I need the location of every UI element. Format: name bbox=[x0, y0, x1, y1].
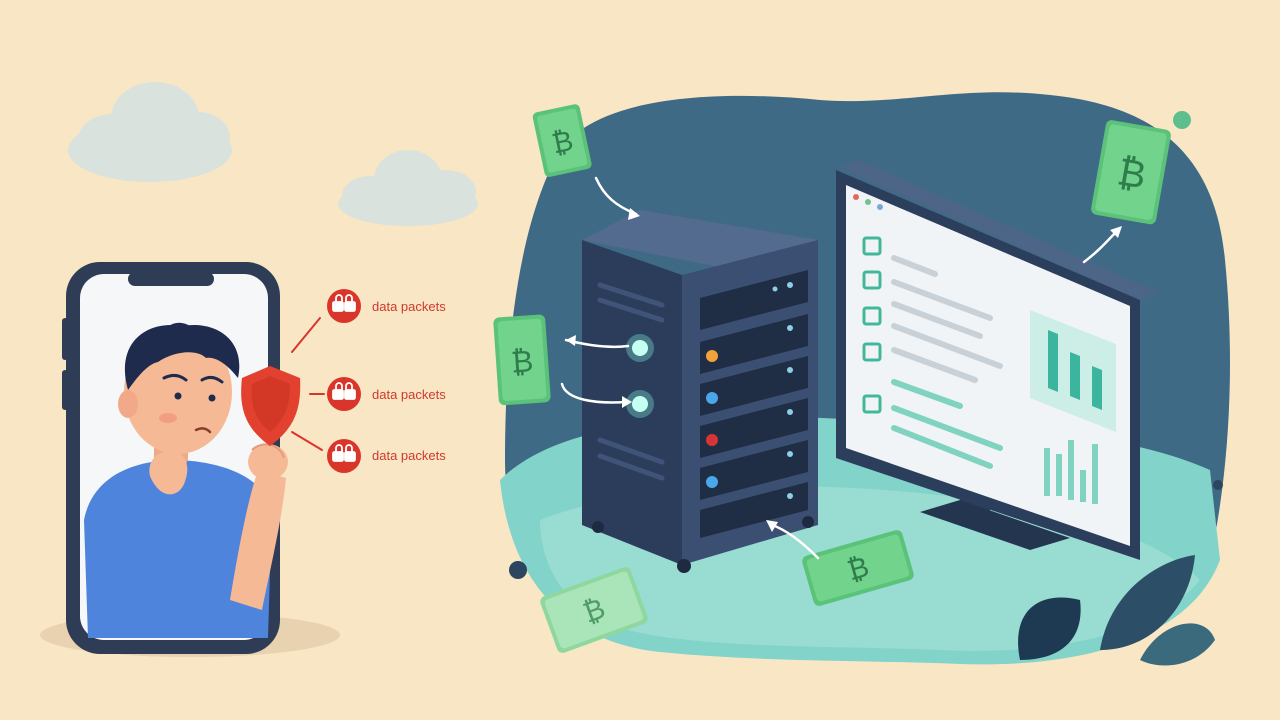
drive-bays bbox=[700, 270, 808, 538]
drive-bay bbox=[700, 398, 808, 458]
accent-dot bbox=[1173, 111, 1191, 129]
drive-bay bbox=[700, 482, 808, 538]
side-vents bbox=[597, 282, 665, 481]
plant-leaves bbox=[1018, 555, 1215, 666]
screen-text-lines bbox=[891, 255, 1003, 383]
money-bill-bottom-left: ₿ bbox=[540, 567, 648, 653]
alert-connectors bbox=[291, 317, 325, 451]
money-bill-top: ₿ bbox=[532, 104, 592, 177]
alert-label-1: data packets bbox=[372, 299, 446, 314]
alert-label-2: data packets bbox=[372, 387, 446, 402]
monitor bbox=[836, 160, 1158, 560]
drive-bay bbox=[700, 440, 808, 500]
padlock-pair-icon bbox=[332, 382, 356, 400]
drive-bay bbox=[700, 356, 808, 416]
money-bill-left: ₿ bbox=[493, 314, 551, 406]
money-bill-right: ₿ bbox=[1091, 120, 1171, 225]
padlock-pair-icon bbox=[332, 444, 356, 462]
alert-badge-2: data packets bbox=[327, 377, 446, 411]
hand-chin bbox=[149, 451, 188, 495]
padlock-pair-icon bbox=[332, 294, 356, 312]
cloud-left bbox=[68, 82, 232, 182]
shield-icon bbox=[241, 366, 301, 446]
arm-raised bbox=[230, 470, 286, 610]
drive-bay bbox=[700, 314, 808, 374]
alert-badge-1: data packets bbox=[327, 289, 446, 323]
screen-sidebar bbox=[862, 236, 882, 414]
money-bill-bottom-right: ₿ bbox=[802, 530, 914, 606]
alert-badge-3: data packets bbox=[327, 439, 446, 473]
hair bbox=[124, 324, 240, 390]
worried-person bbox=[84, 322, 288, 638]
svg-text:₿: ₿ bbox=[510, 344, 535, 380]
alert-label-3: data packets bbox=[372, 448, 446, 463]
accent-dot bbox=[1213, 480, 1223, 490]
drive-bay bbox=[700, 270, 808, 330]
accent-dot bbox=[509, 561, 527, 579]
server-rack bbox=[582, 210, 818, 573]
screen-bar-chart bbox=[1044, 440, 1098, 504]
cloud-right bbox=[338, 150, 478, 226]
shirt bbox=[84, 460, 272, 638]
